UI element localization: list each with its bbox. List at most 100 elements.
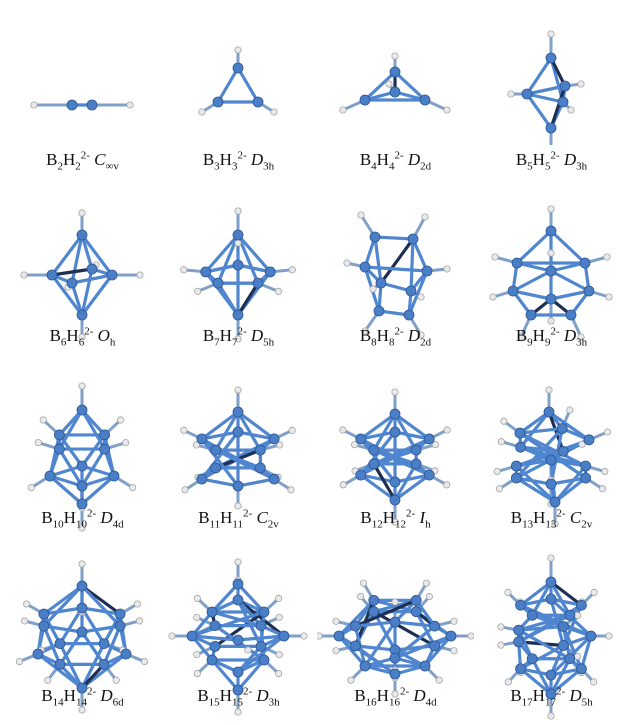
hydrogen-atom <box>234 708 242 716</box>
bb-bond <box>373 235 383 285</box>
cluster-panel-b5: B5H52- D3h <box>473 0 630 174</box>
bb-bond <box>549 667 584 696</box>
hydrogen-atom <box>605 632 613 640</box>
hydrogen-atom <box>574 611 582 620</box>
boron-atom <box>53 443 65 455</box>
cluster-panel-b9: B9H92- D3h <box>473 182 630 350</box>
bb-bond <box>80 474 116 488</box>
bb-bond <box>359 473 397 484</box>
bb-bond <box>372 462 397 502</box>
bb-bond <box>514 458 553 468</box>
bb-bond <box>353 644 397 652</box>
bb-bond <box>359 473 397 502</box>
cluster-structure <box>339 52 451 114</box>
charge: 2- <box>84 325 94 338</box>
hydrogen-atom <box>443 481 451 489</box>
boron-atom <box>232 406 244 418</box>
point-group-subscript: 5h <box>581 696 593 709</box>
hydrogen-atom <box>129 484 137 492</box>
bb-bond <box>549 657 572 696</box>
hydrogen-atom <box>574 652 582 661</box>
boron-atom <box>545 293 557 305</box>
boron-atom <box>521 88 533 100</box>
boron-symbol: B <box>41 508 53 527</box>
point-group-subscript: 4d <box>425 696 437 709</box>
point-group-subscript: h <box>425 518 431 531</box>
cluster-formula-label: B5H52- D3h <box>473 150 630 172</box>
hydrogen-symbol: H <box>62 150 76 169</box>
hydrogen-atom <box>547 30 555 38</box>
boron-atom <box>543 406 555 418</box>
hydrogen-count: 13 <box>545 518 557 531</box>
cluster-formula-label: B14H142- D6d <box>4 686 161 708</box>
boron-atom <box>423 469 435 481</box>
bb-bond <box>561 624 584 671</box>
hydrogen-atom <box>181 486 189 494</box>
hydrogen-atom <box>275 670 283 678</box>
boron-atom <box>510 460 522 472</box>
hydrogen-atom <box>78 209 86 217</box>
hydrogen-count: 7 <box>231 336 238 349</box>
boron-atom <box>278 630 290 642</box>
boron-atom <box>507 285 519 297</box>
bb-bond <box>57 408 84 437</box>
hydrogen-atom <box>598 485 607 493</box>
charge: 2- <box>555 685 566 698</box>
bb-bond <box>80 630 106 666</box>
cluster-formula-label: B10H102- D4d <box>4 508 161 530</box>
bb-bond <box>393 634 453 660</box>
hydrogen-symbol: H <box>219 326 232 345</box>
bb-bond <box>70 273 114 285</box>
cluster-structure <box>339 388 451 526</box>
cluster-structure <box>343 211 451 339</box>
hydrogen-atom <box>421 213 429 221</box>
boron-atom <box>515 441 526 453</box>
hydrogen-atom <box>193 594 201 602</box>
hydrogen-atom <box>450 617 458 625</box>
bb-bond <box>393 462 418 502</box>
boron-atom <box>389 652 401 664</box>
charge: 2- <box>237 325 247 338</box>
hydrogen-atom <box>385 80 393 88</box>
hydrogen-symbol: H <box>219 150 232 169</box>
bb-bond <box>70 233 84 285</box>
hydrogen-atom <box>275 651 283 659</box>
boron-atom <box>407 233 419 245</box>
boron-atom <box>53 429 65 441</box>
bb-bond <box>517 628 572 661</box>
hydrogen-atom <box>332 647 340 655</box>
boron-atom <box>511 257 523 269</box>
bb-bond <box>42 606 84 616</box>
boron-atom <box>252 96 264 108</box>
hydrogen-atom <box>547 205 555 213</box>
bb-bond <box>363 620 397 668</box>
bb-bond <box>236 281 260 317</box>
charge: 2- <box>394 325 404 338</box>
bb-bond <box>363 265 429 273</box>
hydrogen-atom <box>112 676 120 684</box>
cluster-structure <box>489 205 613 341</box>
bb-bond <box>517 624 565 632</box>
bb-bond <box>379 237 415 285</box>
bb-bond <box>530 580 553 617</box>
bb-bond <box>80 474 116 506</box>
hydrogen-atom <box>193 651 201 659</box>
bb-bond <box>42 584 84 616</box>
bb-bond <box>514 464 557 504</box>
hydrogen-atom <box>547 554 555 562</box>
charge: 2- <box>242 685 253 698</box>
bb-bond <box>549 269 591 293</box>
boron-atom <box>556 423 568 434</box>
boron-atom <box>206 606 218 618</box>
boron-count: 2 <box>57 160 63 173</box>
hydrogen-symbol: H <box>376 150 389 169</box>
boron-atom <box>389 494 401 506</box>
hydrogen-count: 15 <box>231 696 243 709</box>
hydrogen-atom <box>347 676 355 684</box>
hydrogen-atom <box>495 485 504 493</box>
boron-atom <box>76 460 88 472</box>
boron-count: 6 <box>60 336 67 349</box>
hydrogen-atom <box>168 632 176 640</box>
boron-atom <box>403 309 415 321</box>
hydrogen-atom <box>270 108 278 116</box>
